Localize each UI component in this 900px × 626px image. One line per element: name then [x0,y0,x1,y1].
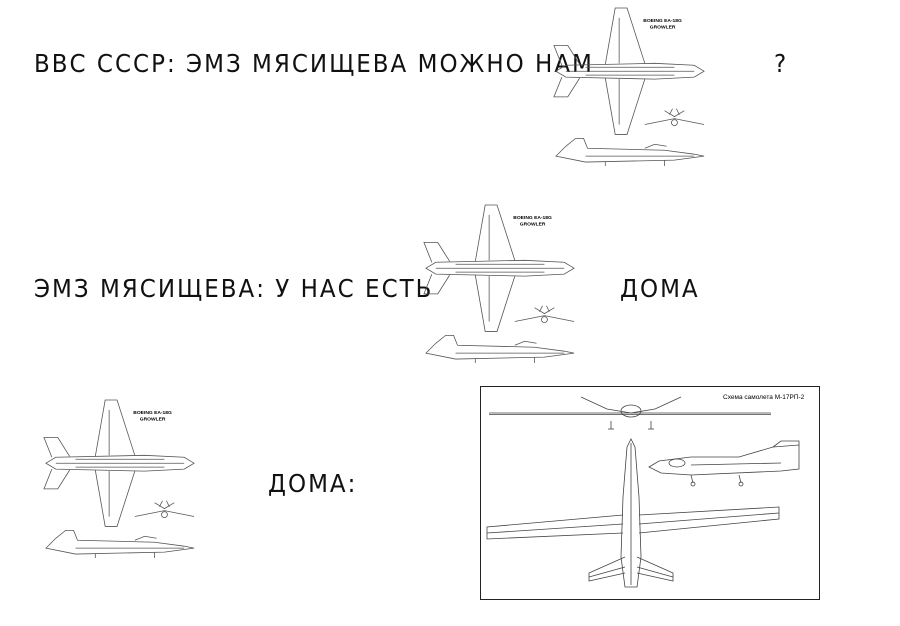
growler-label-1-line2: GROWLER [650,25,676,31]
growler-label-2-line2: GROWLER [520,222,546,228]
row3-caption: ДОМА: [268,470,358,499]
row2-caption: ЭМЗ МЯСИЩЕВА: У НАС ЕСТЬ [34,275,434,304]
growler-drawing-3: BOEING EA-18G GROWLER [43,399,195,559]
growler-label-3-line2: GROWLER [140,417,166,423]
m17-scheme-sheet: Схема самолета М-17РП-2 [480,386,820,600]
m17-sheet-title: Схема самолета М-17РП-2 [723,394,805,401]
question-mark: ? [774,50,789,79]
growler-label-3-line1: BOEING EA-18G [133,410,172,416]
m17-scheme-drawing: Схема самолета М-17РП-2 [486,394,805,588]
growler-label-2-line1: BOEING EA-18G [513,215,552,221]
growler-label-1-line1: BOEING EA-18G [643,18,682,24]
growler-drawing-1: BOEING EA-18G GROWLER [553,7,705,167]
row1-caption: ВВС СССР: ЭМЗ МЯСИЩЕВА МОЖНО НАМ [34,50,594,79]
growler-drawing-2: BOEING EA-18G GROWLER [423,204,575,364]
row2-suffix: ДОМА [620,275,700,304]
